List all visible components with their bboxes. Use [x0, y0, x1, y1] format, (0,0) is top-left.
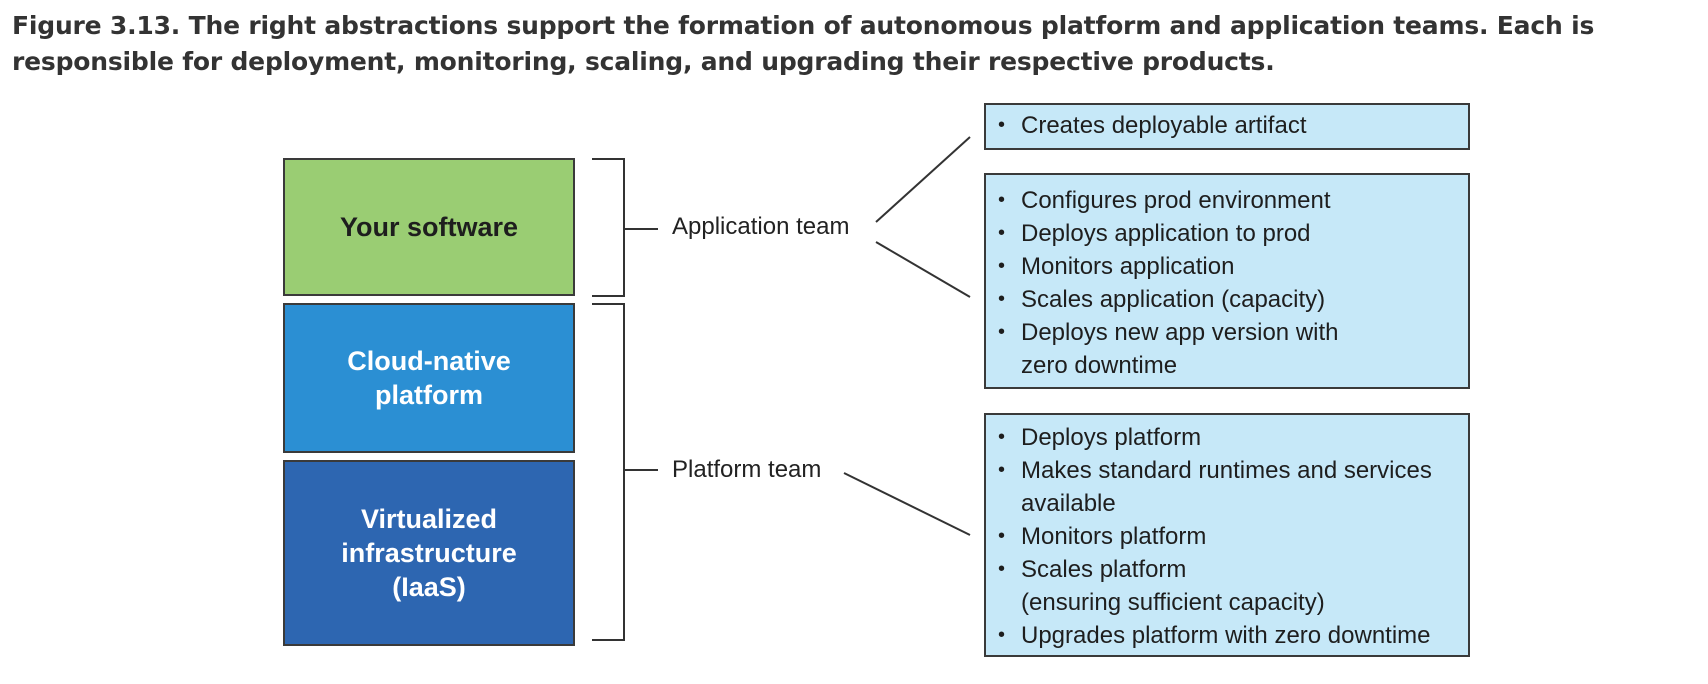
artifact-responsibilities-box: Creates deployable artifact [984, 103, 1470, 150]
connector-app-to-app-box [875, 241, 971, 298]
responsibility-item: Creates deployable artifact [996, 109, 1458, 142]
application-responsibilities-box: Configures prod environment Deploys appl… [984, 173, 1470, 389]
platform-team-bracket [592, 303, 625, 641]
application-team-label: Application team [672, 213, 850, 240]
platform-responsibilities-box: Deploys platform Makes standard runtimes… [984, 413, 1470, 657]
responsibility-item: Makes standard runtimes and services ava… [996, 454, 1458, 520]
connector-platform-to-platform-box [843, 472, 971, 536]
layer-virtualized-infrastructure: Virtualized infrastructure (IaaS) [283, 460, 575, 646]
layer-your-software: Your software [283, 158, 575, 296]
responsibility-item: Scales platform (ensuring sufficient cap… [996, 553, 1458, 619]
layer-cloud-native-platform: Cloud-native platform [283, 303, 575, 453]
figure-caption: Figure 3.13. The right abstractions supp… [12, 11, 1595, 76]
connector-app-to-artifact [875, 136, 971, 223]
responsibility-item: Upgrades platform with zero downtime [996, 619, 1458, 652]
responsibility-item: Monitors application [996, 250, 1458, 283]
responsibility-item: Monitors platform [996, 520, 1458, 553]
responsibility-item: Configures prod environment [996, 184, 1458, 217]
responsibility-item: Scales application (capacity) [996, 283, 1458, 316]
responsibility-item: Deploys platform [996, 421, 1458, 454]
application-team-bracket [592, 158, 625, 297]
platform-team-label: Platform team [672, 456, 822, 483]
responsibility-item: Deploys new app version with zero downti… [996, 316, 1458, 382]
responsibility-item: Deploys application to prod [996, 217, 1458, 250]
